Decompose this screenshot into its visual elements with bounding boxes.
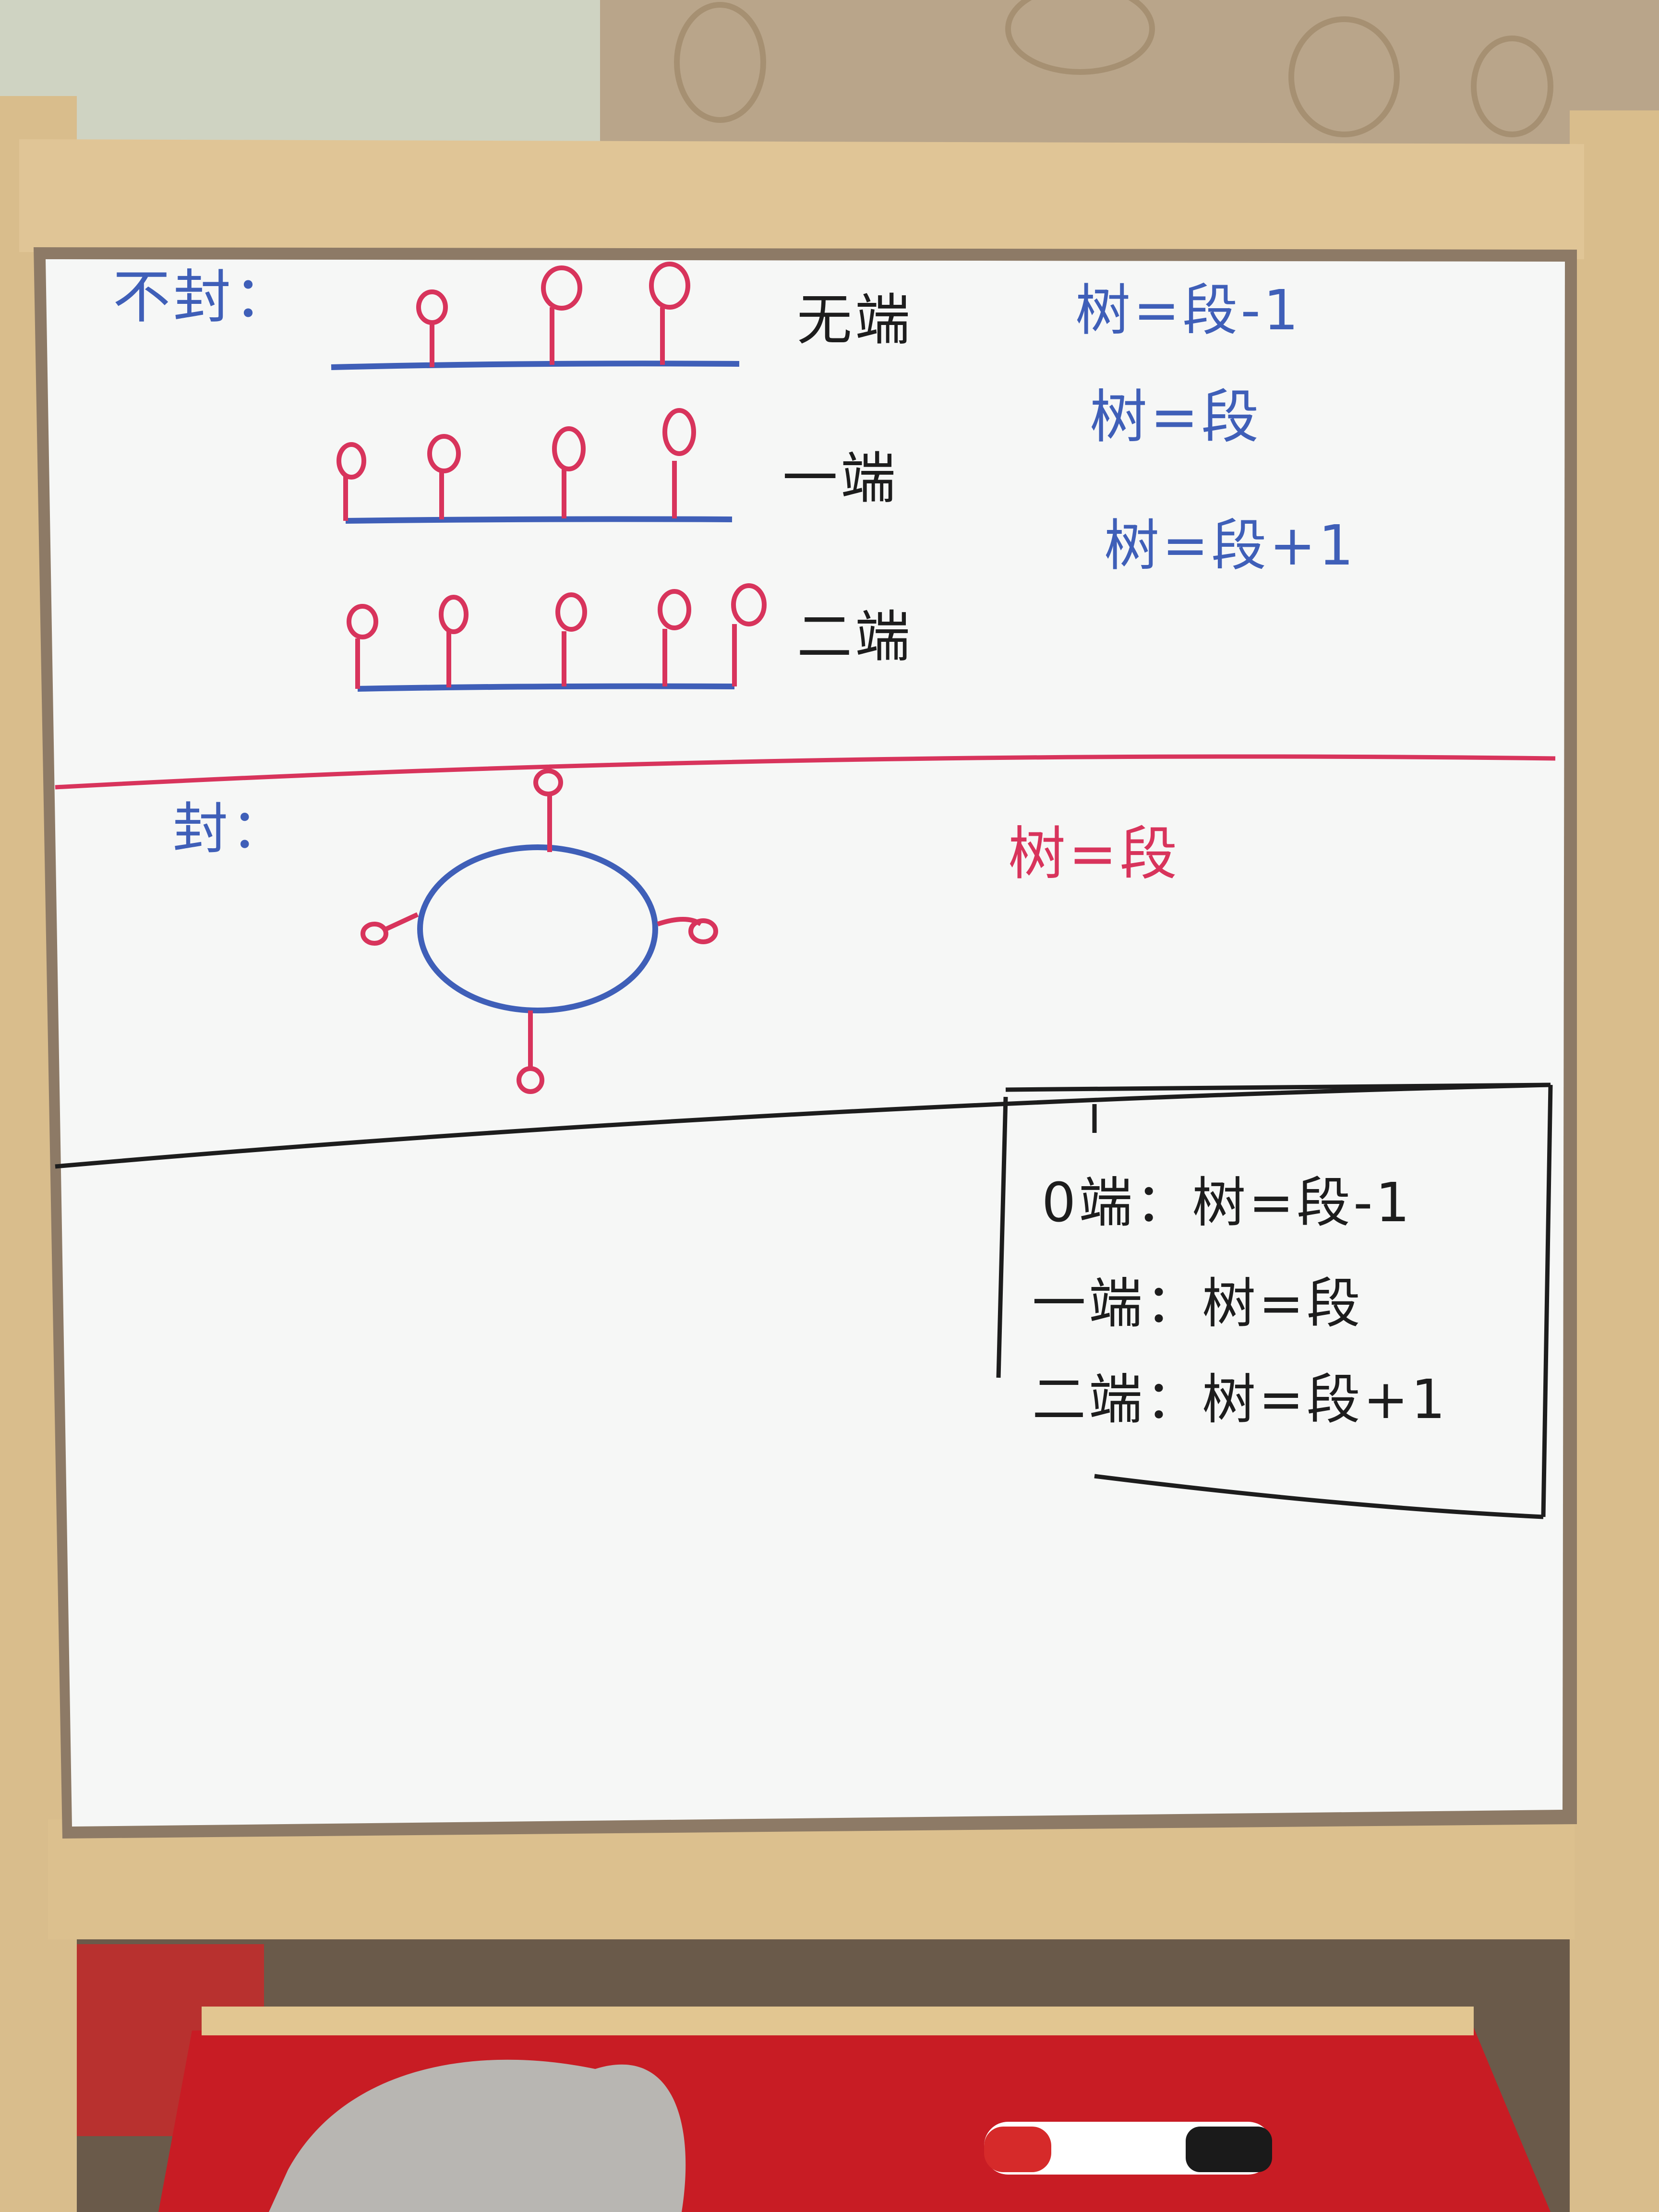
summary-line-0-end: 0端：树=段-1 [1042,1172,1413,1234]
diagram-row-one-end [337,408,733,524]
summary-line-two-ends: 二端：树=段+1 [1032,1369,1448,1431]
summary-box-frame [996,1082,1553,1519]
summary-line-one-end: 一端：树=段 [1032,1273,1363,1335]
diagram-row-no-end [331,262,740,370]
frame-right-post [1570,110,1659,2212]
black-divider-line [55,1082,1551,1169]
marker-pen [984,2122,1272,2175]
formula-no-end: 树=段-1 [1075,278,1302,343]
row-label-two-ends: 二端 [797,605,914,669]
section-unsealed-title: 不封： [113,264,294,331]
diagram-row-two-ends [347,583,767,692]
formula-one-end: 树=段 [1090,384,1262,451]
whiteboard-surface [46,259,1565,1827]
diagram-sealed-loop [361,769,718,1094]
frame-bottom-rail [48,1810,1575,1939]
red-divider-line [55,754,1556,790]
eraser-cloth [269,2059,686,2212]
row-label-no-end: 无端 [797,288,914,352]
section-sealed-title: 封： [173,797,289,861]
formula-two-ends: 树=段+1 [1104,514,1357,578]
frame-top-rail [19,139,1584,259]
formula-sealed: 树=段 [1008,821,1180,888]
row-label-one-end: 一端 [782,446,899,511]
